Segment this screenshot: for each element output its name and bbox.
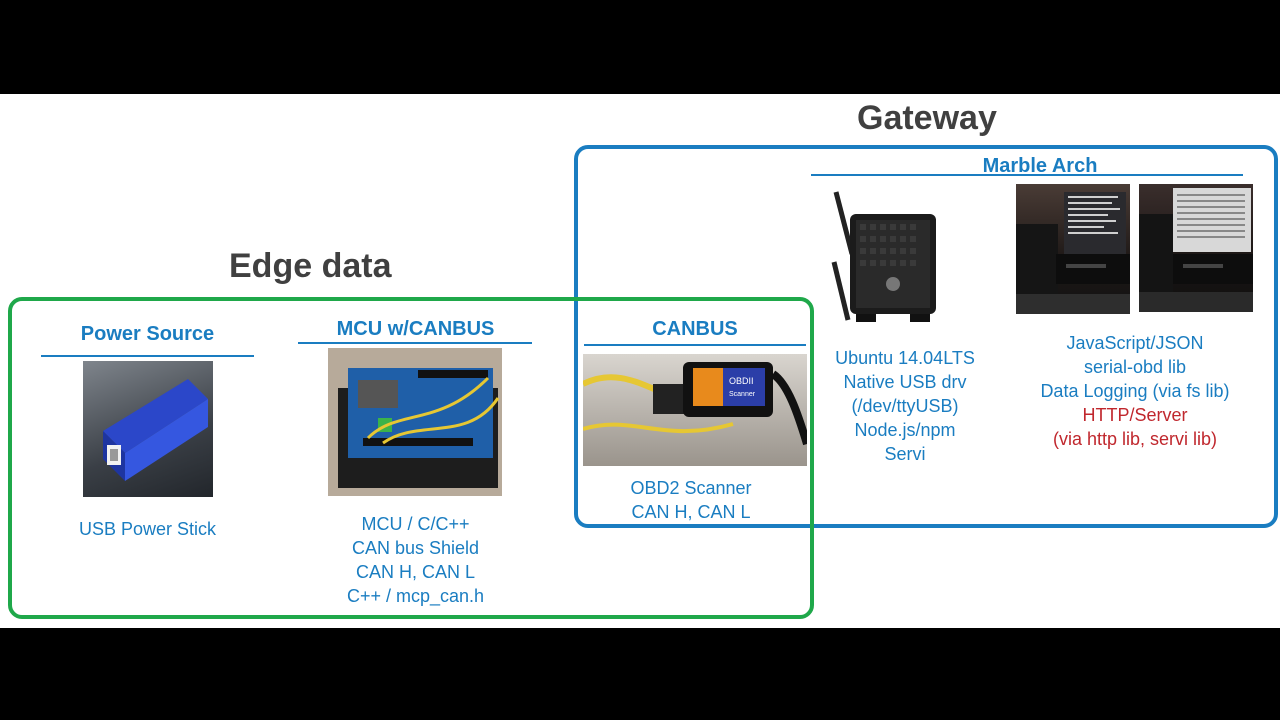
canbus-heading: CANBUS <box>652 318 738 340</box>
canbus-caption-line: OBD2 Scanner <box>630 478 752 498</box>
power-source-caption: USB Power Stick <box>78 519 217 539</box>
mcu-caption-line: C++ / mcp_can.h <box>346 586 485 606</box>
mcu-heading: MCU w/CANBUS <box>336 318 495 340</box>
gateway-software-line: HTTP/Server <box>1082 405 1188 425</box>
gateway-os-line: (/dev/ttyUSB) <box>851 396 959 416</box>
obd2-scanner-photo: OBDII Scanner <box>583 354 807 466</box>
mcu-board-photo <box>328 348 502 496</box>
mcu-caption-line: CAN bus Shield <box>351 538 480 558</box>
scanner-device-label: Scanner <box>729 391 756 398</box>
mcu-caption-line: CAN H, CAN L <box>355 562 476 582</box>
gateway-software-line: serial-obd lib <box>1083 357 1187 377</box>
gateway-os-line: Ubuntu 14.04LTS <box>835 348 975 368</box>
canbus-caption: OBD2 Scanner CAN H, CAN L <box>584 476 798 524</box>
marble-arch-rule <box>811 174 1243 176</box>
mcu-rule <box>298 342 532 344</box>
gateway-software-line: Data Logging (via fs lib) <box>1040 381 1230 401</box>
power-source-rule <box>41 355 254 357</box>
marble-arch-heading: Marble Arch <box>982 155 1098 177</box>
slide: Gateway Edge data Power Source USB Power… <box>0 94 1280 628</box>
scanner-device-label: OBDII <box>729 376 754 386</box>
gateway-box <box>574 145 1278 528</box>
gateway-os-line: Node.js/npm <box>854 420 956 440</box>
canbus-rule <box>584 344 806 346</box>
power-source-heading: Power Source <box>80 323 215 345</box>
gateway-software-line: JavaScript/JSON <box>1066 333 1204 353</box>
gateway-os-caption: Ubuntu 14.04LTS Native USB drv (/dev/tty… <box>810 346 1000 466</box>
gateway-software-caption: JavaScript/JSON serial-obd lib Data Logg… <box>1015 331 1255 451</box>
edge-data-title: Edge data <box>229 247 392 285</box>
gateway-device-photo <box>826 184 946 330</box>
mcu-caption: MCU / C/C++ CAN bus Shield CAN H, CAN L … <box>298 512 533 608</box>
terminal-photo-2 <box>1139 184 1253 312</box>
mcu-caption-line: MCU / C/C++ <box>361 514 470 534</box>
terminal-photo-1 <box>1016 184 1130 314</box>
gateway-title: Gateway <box>857 99 997 137</box>
gateway-software-line: (via http lib, servi lib) <box>1052 429 1218 449</box>
gateway-os-line: Servi <box>884 444 926 464</box>
usb-power-stick-photo <box>83 361 213 497</box>
gateway-os-line: Native USB drv <box>843 372 967 392</box>
canbus-caption-line: CAN H, CAN L <box>631 502 751 522</box>
edge-data-box <box>8 297 814 619</box>
